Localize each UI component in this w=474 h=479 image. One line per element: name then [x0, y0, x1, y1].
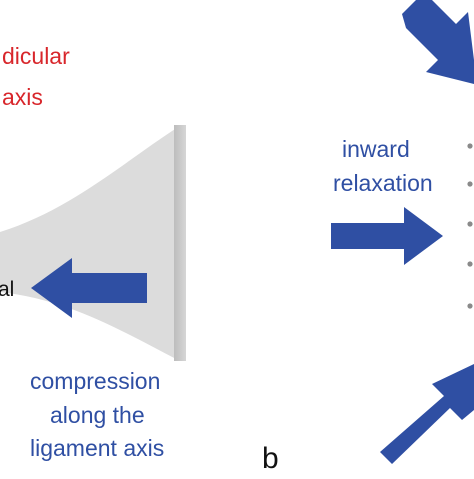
compression-caption-line3: ligament axis: [30, 435, 165, 461]
inward-relaxation-line1: inward: [342, 136, 410, 162]
inward-relaxation-arrow: [331, 207, 443, 265]
ligament-shape: [0, 127, 178, 360]
surface-dot: [467, 221, 473, 227]
compression-caption-line2: along the: [50, 402, 145, 428]
diagonal-arrow-top: [402, 0, 474, 84]
surface-dot: [467, 261, 473, 267]
perpendicular-label-line2: axis: [2, 84, 43, 110]
panel-letter-b: b: [262, 442, 279, 475]
surface-dot: [467, 143, 473, 149]
surface-dot: [467, 181, 473, 187]
compression-arrow: [31, 258, 147, 318]
perpendicular-label-line1: dicular: [2, 43, 70, 69]
inward-relaxation-line2: relaxation: [333, 170, 433, 196]
surface-dot: [467, 303, 473, 309]
compression-caption-line1: compression: [30, 368, 161, 394]
clipped-side-label: al: [0, 278, 15, 301]
ligament-edge: [174, 125, 186, 361]
diagonal-arrow-bottom: [380, 364, 474, 464]
